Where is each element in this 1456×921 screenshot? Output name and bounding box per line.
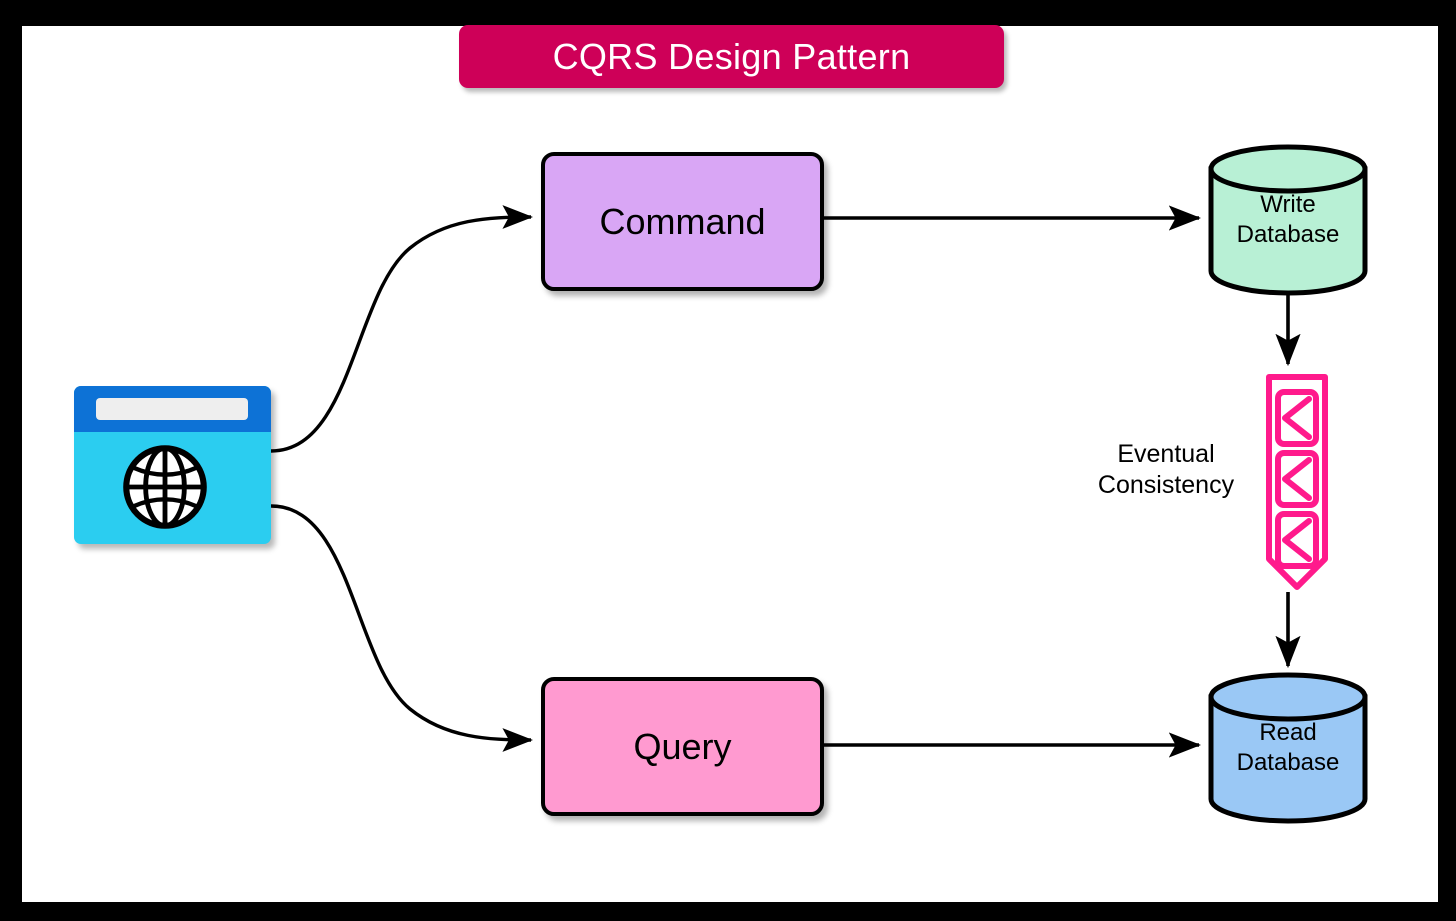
eventual-consistency-label: Eventual Consistency <box>1080 439 1252 501</box>
page-title: CQRS Design Pattern <box>552 35 911 77</box>
cylinder-shape <box>1208 672 1368 824</box>
write-database-node: Write Database <box>1206 144 1370 296</box>
edge-client-to-command <box>270 205 534 453</box>
envelope-icon <box>1275 389 1319 447</box>
command-label: Command <box>599 200 766 242</box>
message-queue-node <box>1259 373 1335 591</box>
edge-client-to-query <box>270 504 534 752</box>
envelope-icon <box>1275 450 1319 508</box>
client-browser-icon <box>74 386 271 544</box>
browser-titlebar <box>74 386 271 432</box>
eventual-consistency-line1: Eventual <box>1117 440 1215 468</box>
query-node: Query <box>541 677 824 816</box>
browser-url-bar <box>96 398 248 420</box>
command-node: Command <box>541 152 824 291</box>
queue-arrow-shape <box>1266 374 1328 590</box>
query-label: Query <box>633 725 732 767</box>
envelope-icon <box>1275 511 1319 569</box>
cylinder-shape <box>1208 144 1368 296</box>
globe-icon <box>123 445 207 529</box>
read-database-node: Read Database <box>1206 672 1370 824</box>
diagram-title-banner: CQRS Design Pattern <box>459 25 1004 88</box>
eventual-consistency-line2: Consistency <box>1097 471 1235 499</box>
diagram-canvas: CQRS Design Pattern Command Query <box>22 25 1438 902</box>
